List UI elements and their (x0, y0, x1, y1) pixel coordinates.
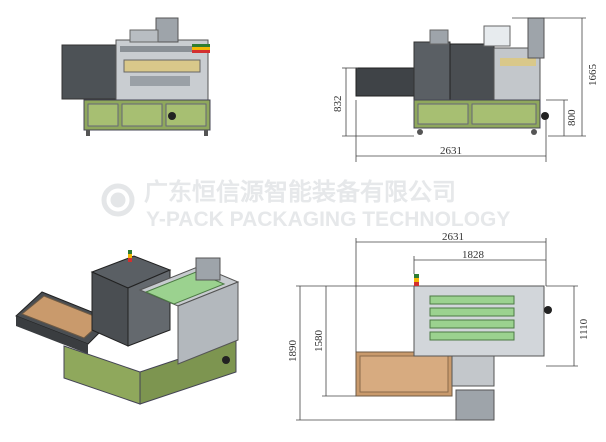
top-view-dimensions (296, 238, 578, 421)
top-body-length-label: 1828 (462, 249, 485, 261)
side-infeed-height-label: 832 (332, 96, 344, 113)
side-height-total-label: 1665 (587, 64, 599, 87)
front-view-drawing (61, 17, 211, 136)
top-width-total-label: 1890 (287, 340, 299, 363)
top-view-drawing (355, 274, 552, 421)
side-worktable-height-label: 800 (566, 109, 578, 126)
watermark-company-cn: 广东恒信源智能装备有限公司 (144, 178, 456, 206)
gear-logo-icon (101, 183, 135, 217)
side-length-label: 2631 (440, 145, 462, 157)
top-infeed-width-label: 1580 (313, 330, 325, 353)
watermark-company-en: Y-PACK PACKAGING TECHNOLOGY (146, 208, 510, 231)
side-view-drawing (355, 17, 549, 135)
watermark: 广东恒信源智能装备有限公司 Y-PACK PACKAGING TECHNOLOG… (101, 178, 510, 231)
top-body-width-label: 1110 (578, 318, 590, 340)
top-length-label: 2631 (442, 231, 464, 243)
isometric-view-drawing (15, 250, 240, 405)
side-view-dimensions (342, 17, 586, 162)
